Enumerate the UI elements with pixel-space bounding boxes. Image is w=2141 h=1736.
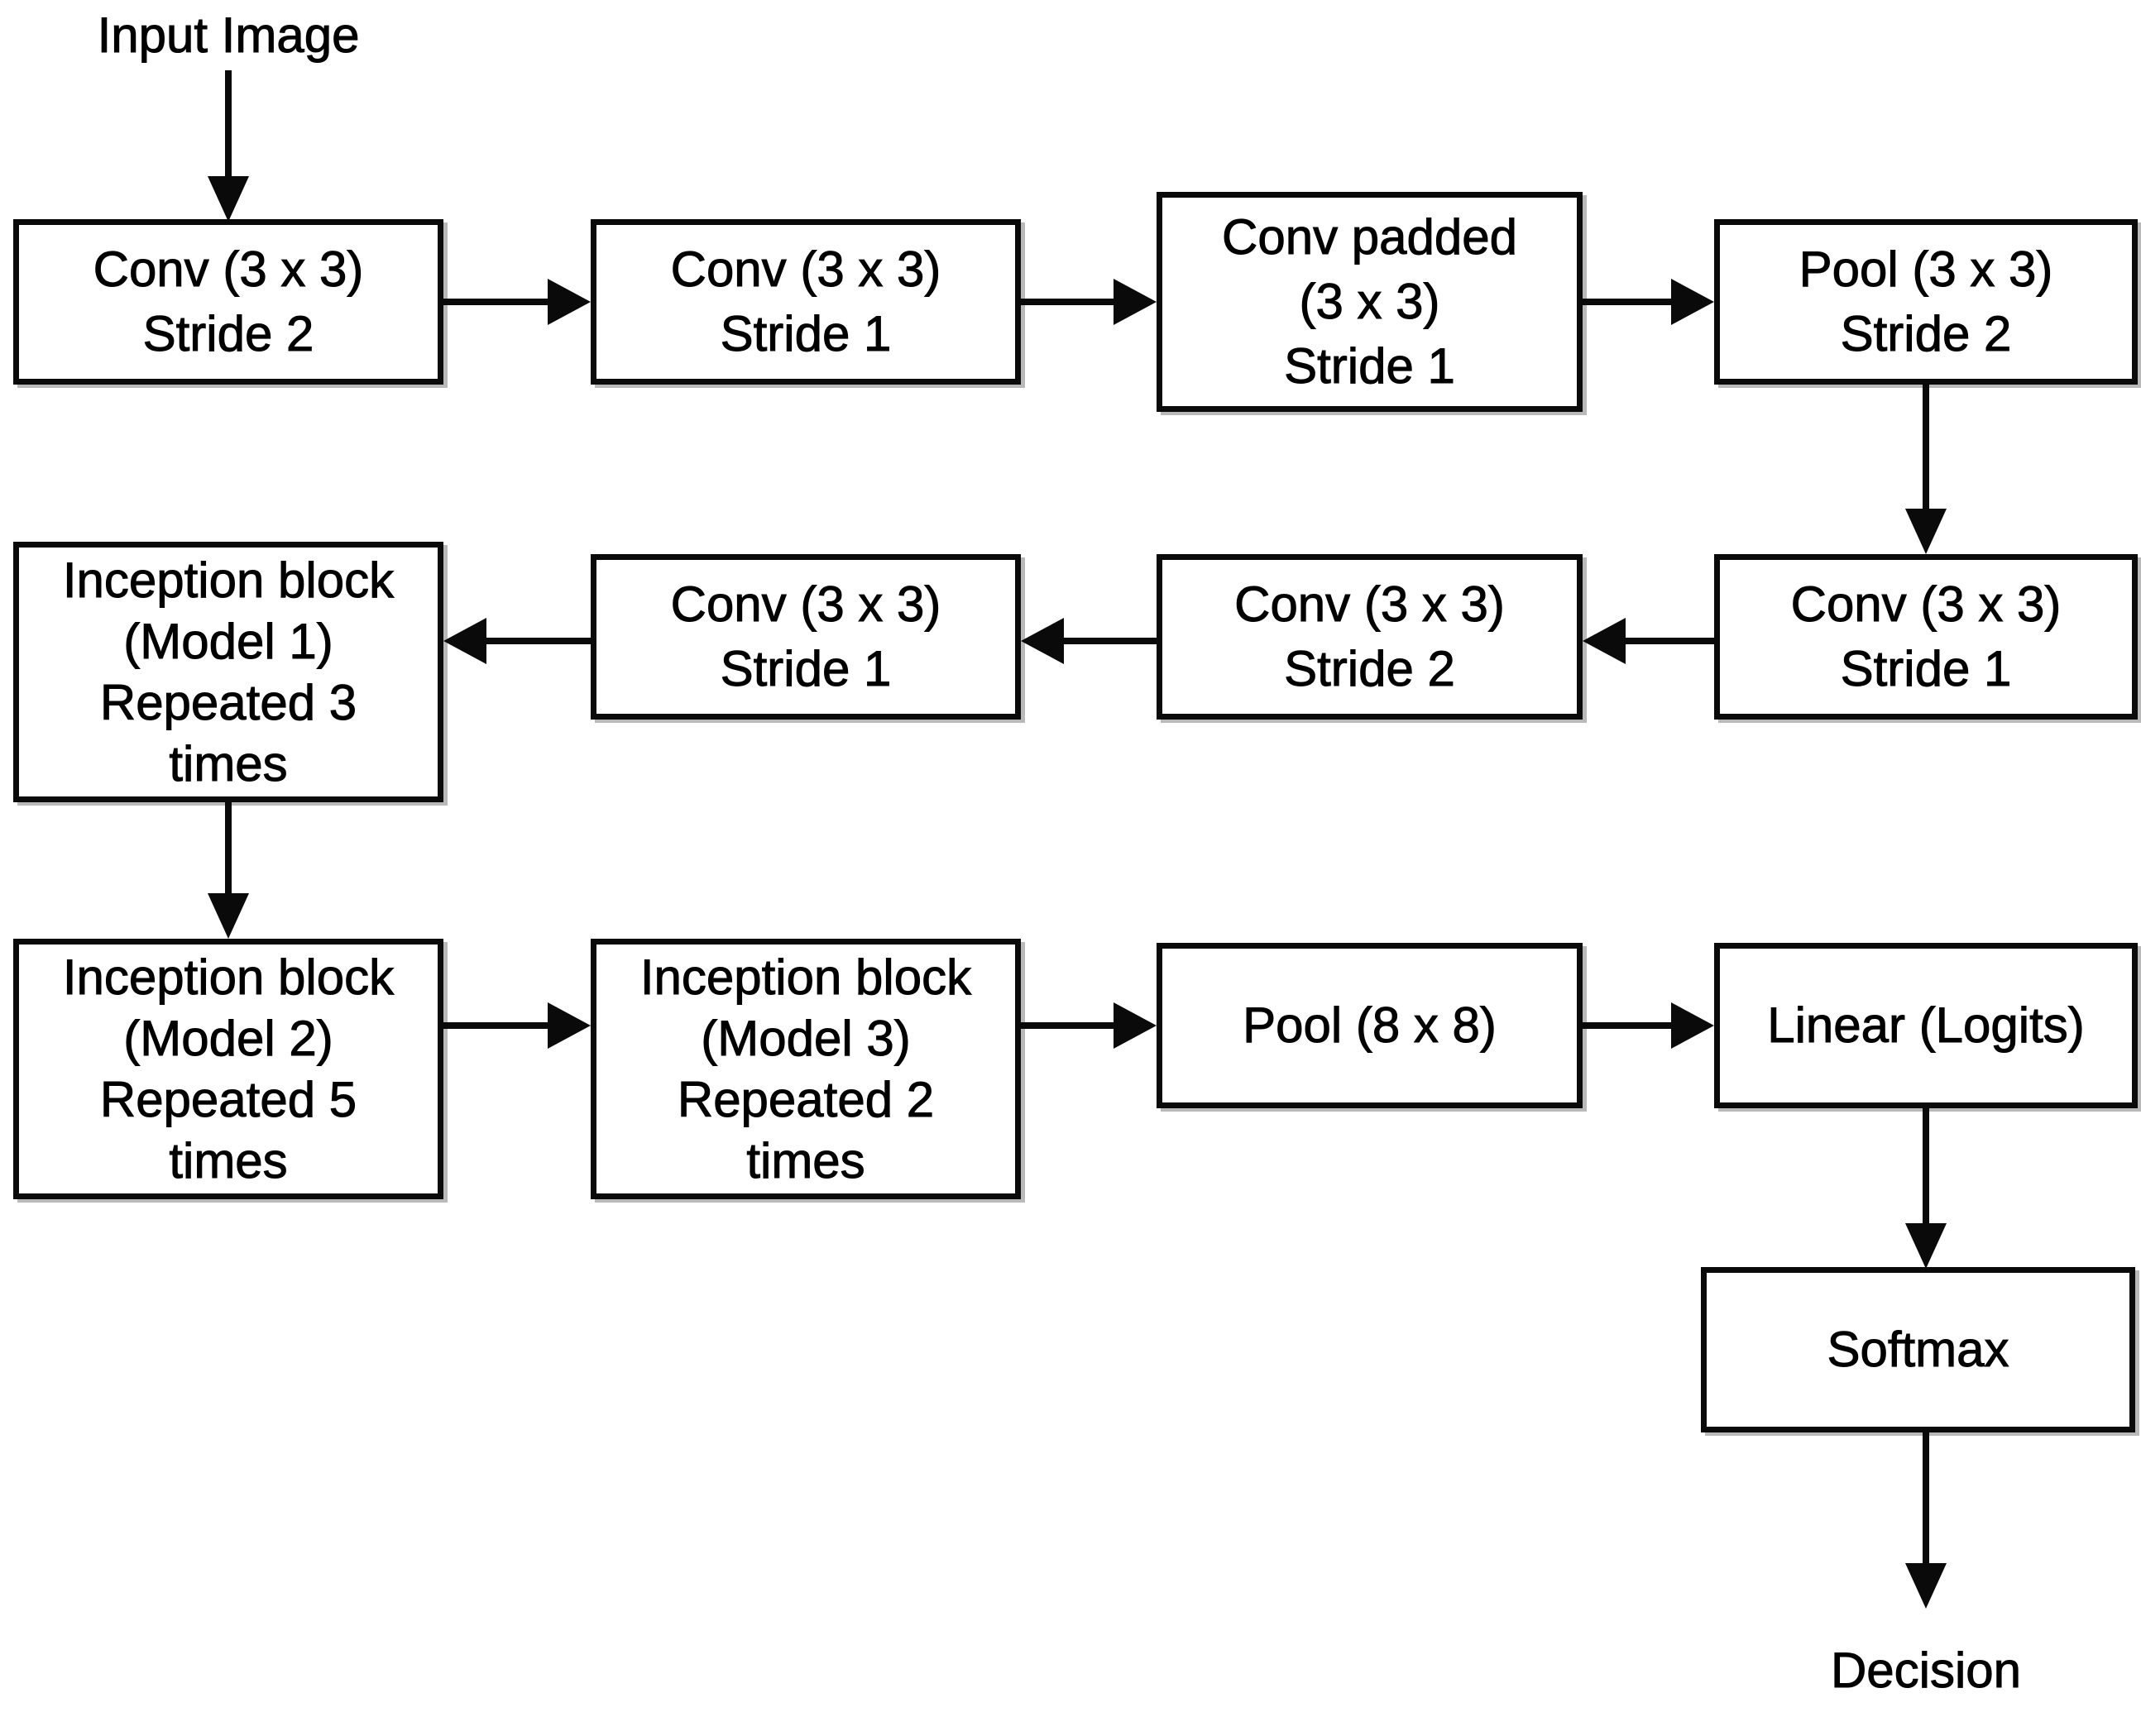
- arrowhead-left-icon: [443, 618, 486, 664]
- arrow-shaft: [1021, 1022, 1117, 1029]
- input-image-label: Input Image: [97, 7, 360, 64]
- arrowhead-down-icon: [208, 176, 249, 222]
- arrow-shaft: [1583, 1022, 1674, 1029]
- node-conv3: Conv (3 x 3) Stride 1: [1714, 554, 2138, 720]
- arrowhead-right-icon: [548, 279, 591, 325]
- arrowhead-down-icon: [1905, 1223, 1947, 1269]
- node-line: times: [169, 1132, 288, 1188]
- arrow-shaft: [1923, 385, 1929, 510]
- node-conv2: Conv (3 x 3) Stride 1: [591, 219, 1021, 385]
- node-conv5: Conv (3 x 3) Stride 1: [591, 554, 1021, 720]
- arrowhead-right-icon: [548, 1002, 591, 1049]
- node-line: Stride 1: [720, 306, 892, 362]
- node-line: Inception block: [639, 949, 972, 1005]
- node-pool2: Pool (8 x 8): [1157, 943, 1583, 1108]
- node-line: (Model 1): [123, 613, 333, 669]
- node-line: Repeated 3: [99, 674, 357, 730]
- arrowhead-right-icon: [1671, 279, 1714, 325]
- arrowhead-right-icon: [1114, 279, 1157, 325]
- node-conv4: Conv (3 x 3) Stride 2: [1157, 554, 1583, 720]
- arrow-shaft: [485, 638, 591, 644]
- arrowhead-left-icon: [1021, 618, 1064, 664]
- node-line: Conv (3 x 3): [1790, 576, 2062, 633]
- node-line: Stride 2: [1284, 641, 1456, 697]
- node-linear: Linear (Logits): [1714, 943, 2138, 1108]
- decision-label: Decision: [1830, 1643, 2022, 1699]
- node-line: Conv (3 x 3): [1234, 576, 1506, 633]
- node-inception3: Inception block (Model 3) Repeated 2 tim…: [591, 939, 1021, 1199]
- arrowhead-right-icon: [1671, 1002, 1714, 1049]
- node-inception2: Inception block (Model 2) Repeated 5 tim…: [13, 939, 443, 1199]
- node-line: Repeated 2: [677, 1071, 935, 1127]
- arrowhead-down-icon: [208, 893, 249, 939]
- node-inception1: Inception block (Model 1) Repeated 3 tim…: [13, 542, 443, 802]
- arrow-shaft: [1923, 1432, 1929, 1565]
- arrow-shaft: [1923, 1108, 1929, 1226]
- node-line: Conv (3 x 3): [670, 576, 941, 633]
- node-conv-padded: Conv padded (3 x 3) Stride 1: [1157, 192, 1583, 412]
- node-line: Stride 1: [1284, 338, 1456, 395]
- node-line: Stride 1: [720, 641, 892, 697]
- node-line: Stride 2: [142, 306, 314, 362]
- node-line: Conv padded: [1222, 209, 1518, 265]
- node-line: Stride 2: [1840, 306, 2012, 362]
- arrow-shaft: [443, 299, 549, 305]
- node-line: Softmax: [1827, 1322, 2009, 1378]
- arrow-shaft: [1624, 638, 1714, 644]
- node-line: (Model 2): [123, 1010, 333, 1066]
- arrow-shaft: [1021, 299, 1117, 305]
- node-line: Repeated 5: [99, 1071, 357, 1127]
- node-line: Conv (3 x 3): [670, 242, 941, 298]
- node-line: Stride 1: [1840, 641, 2012, 697]
- arrow-shaft: [225, 802, 232, 895]
- node-conv1: Conv (3 x 3) Stride 2: [13, 219, 443, 385]
- node-pool1: Pool (3 x 3) Stride 2: [1714, 219, 2138, 385]
- node-line: (3 x 3): [1299, 274, 1440, 330]
- node-line: Pool (3 x 3): [1799, 242, 2053, 298]
- arrowhead-down-icon: [1905, 509, 1947, 554]
- arrowhead-left-icon: [1583, 618, 1626, 664]
- node-softmax: Softmax: [1701, 1267, 2135, 1432]
- node-line: Inception block: [62, 949, 395, 1005]
- node-line: Linear (Logits): [1767, 997, 2086, 1054]
- arrowhead-right-icon: [1114, 1002, 1157, 1049]
- node-line: Conv (3 x 3): [93, 242, 364, 298]
- arrowhead-down-icon: [1905, 1563, 1947, 1609]
- arrow-shaft: [1583, 299, 1674, 305]
- node-line: Inception block: [62, 552, 395, 608]
- node-line: Pool (8 x 8): [1243, 997, 1497, 1054]
- node-line: (Model 3): [701, 1010, 911, 1066]
- arrow-shaft: [443, 1022, 549, 1029]
- node-line: times: [746, 1132, 865, 1188]
- arrow-shaft: [225, 70, 232, 178]
- node-line: times: [169, 735, 288, 791]
- arrow-shaft: [1062, 638, 1157, 644]
